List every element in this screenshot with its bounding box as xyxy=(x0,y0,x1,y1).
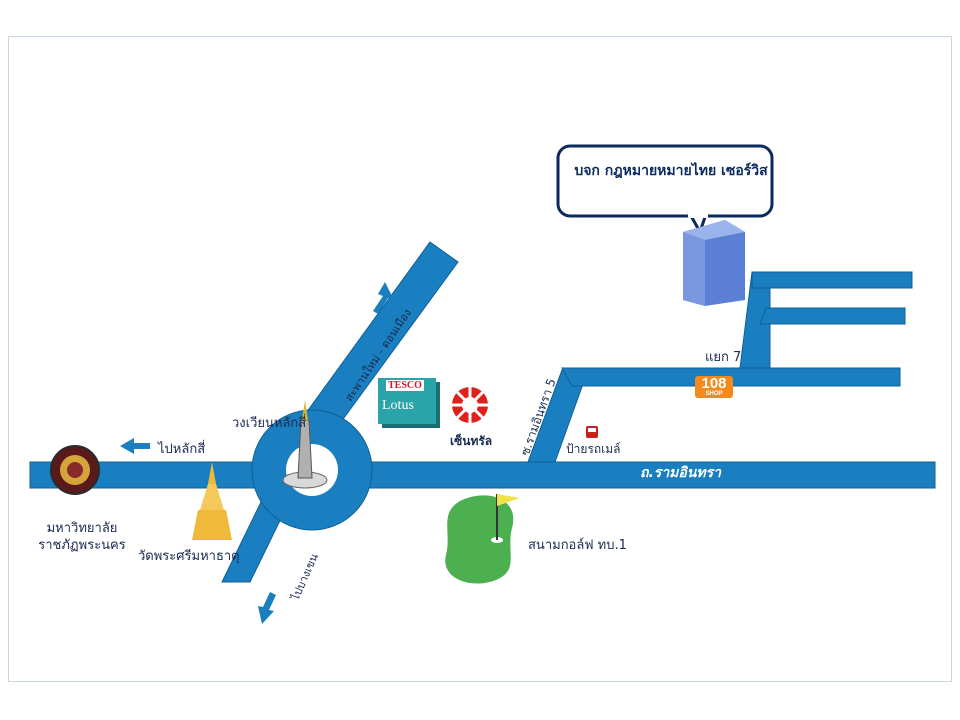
main-road-label: ถ.รามอินทรา xyxy=(640,465,721,481)
sunburst-icon xyxy=(450,385,490,425)
monument-icon xyxy=(282,400,328,489)
tesco-label: TESCO xyxy=(386,380,424,391)
lotus-label: Lotus xyxy=(382,398,414,413)
tesco-lotus-sign: TESCO Lotus xyxy=(378,378,436,424)
pagoda-icon xyxy=(192,462,232,540)
arrow-left-icon xyxy=(120,438,150,454)
shop-108-label: 108 xyxy=(701,375,727,392)
bus-icon xyxy=(586,426,598,438)
branch-top xyxy=(751,271,913,289)
building-icon xyxy=(683,220,745,306)
to-laksi-label: ไปหลักสี่ xyxy=(158,442,206,457)
university-label: มหาวิทยาลัย ราชภัฏพระนคร xyxy=(38,521,126,553)
arrow-down-icon xyxy=(258,592,276,624)
golf-label: สนามกอล์ฟ ทบ.1 xyxy=(528,538,627,553)
main-road xyxy=(29,461,936,489)
temple-label: วัดพระศรีมหาธาตุ xyxy=(138,549,240,564)
arrow-up-icon xyxy=(373,282,393,314)
golf-course xyxy=(445,495,514,584)
shop-108-sub: SHOP xyxy=(705,391,723,397)
yaek-7-label: แยก 7 xyxy=(705,350,742,365)
central-label: เซ็นทรัล xyxy=(450,434,493,448)
shop-108-sign: 108 SHOP xyxy=(695,376,733,398)
bus-stop-label: ป้ายรถเมล์ xyxy=(566,442,621,456)
branch-middle xyxy=(759,307,906,325)
company-name: บจก กฎหมายหมายไทย เซอร์วิส xyxy=(574,163,768,179)
roundabout-label: วงเวียนหลักสี่ xyxy=(232,416,307,431)
company-callout xyxy=(556,144,774,236)
flag-icon xyxy=(496,494,520,540)
emblem-icon xyxy=(50,445,100,495)
